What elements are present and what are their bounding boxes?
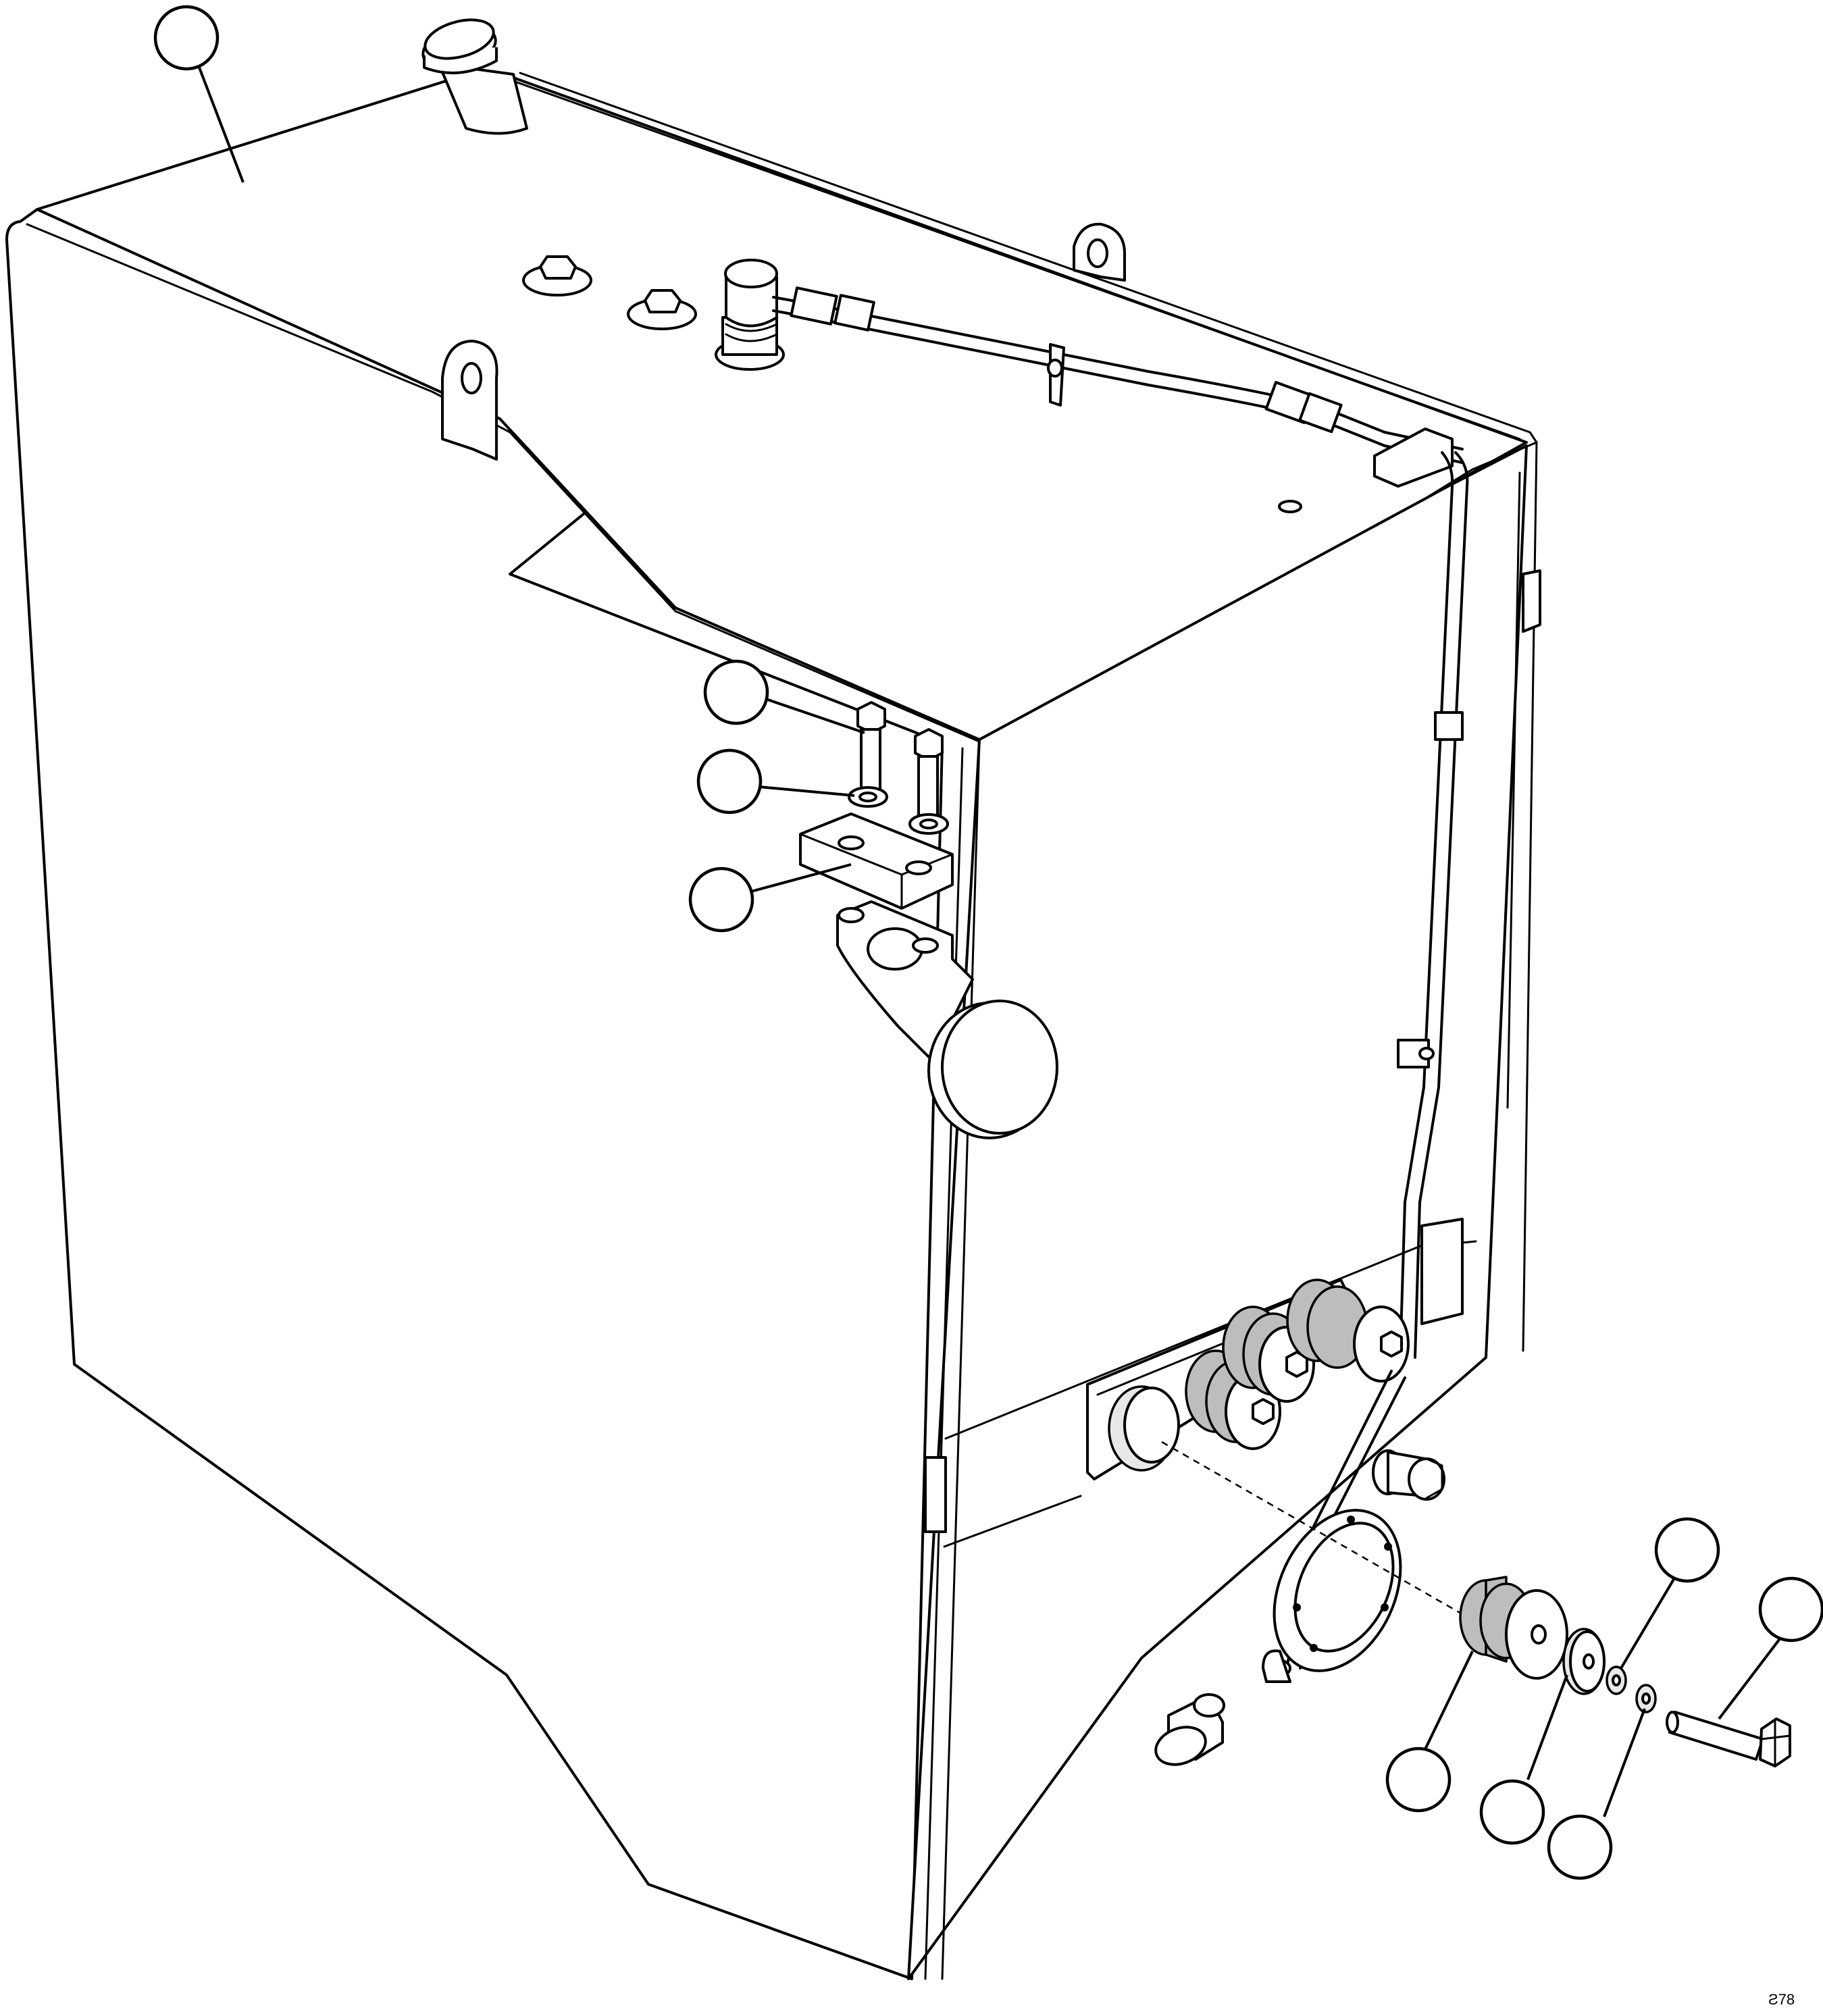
lifting-eye-left	[441, 340, 498, 461]
rubber-mount-4	[1286, 1278, 1410, 1382]
drain-fitting	[1154, 1693, 1225, 1766]
tank-body	[5, 72, 1538, 1980]
rubber-mount-exploded	[1459, 1576, 1568, 1680]
vertical-pipe	[1397, 451, 1469, 1359]
clamp-cap	[799, 812, 954, 910]
callout-9	[1718, 1576, 1823, 1720]
lifting-eye-right	[1073, 222, 1126, 282]
lock-washer-exploded	[1606, 1665, 1627, 1695]
callout-5	[1385, 1651, 1474, 1813]
breather-hose	[772, 286, 1541, 633]
callout-6	[1479, 1674, 1568, 1845]
lower-bracket	[1420, 1218, 1477, 1325]
mounting-bolt-b	[914, 728, 944, 819]
callout-3	[696, 748, 855, 815]
mounting-bolt-a	[856, 701, 886, 792]
tank-left-face	[5, 208, 944, 1980]
callout-7	[1620, 1517, 1720, 1670]
flat-washer-exploded	[1562, 1628, 1606, 1695]
breather-valve	[715, 259, 785, 371]
callout-8	[1547, 1708, 1646, 1880]
washers-upper	[848, 786, 949, 835]
callout-2	[703, 659, 865, 734]
callout-4	[688, 863, 852, 933]
spacer-washer-exploded	[1635, 1684, 1657, 1713]
access-cover	[1273, 1509, 1402, 1672]
callout-1	[153, 5, 245, 183]
filler-neck	[421, 18, 528, 135]
hex-bolt-exploded	[1666, 1711, 1791, 1767]
side-fitting	[1372, 1449, 1445, 1501]
top-plug-1	[522, 255, 592, 296]
rubber-mount-1	[1108, 1385, 1180, 1472]
trunnion-mount	[836, 900, 1058, 1139]
top-plug-2	[627, 289, 697, 330]
drawing-code: Ƨ78	[1768, 1991, 1795, 2008]
explode-line	[1161, 1441, 1487, 1629]
